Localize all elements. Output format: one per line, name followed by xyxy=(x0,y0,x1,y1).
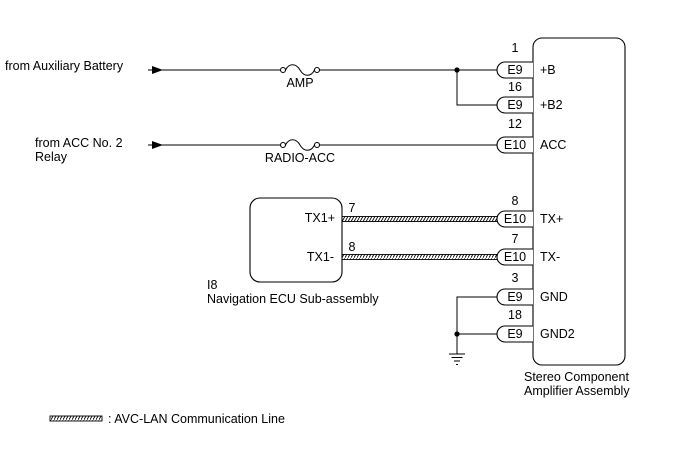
terminal-signal-label: +B2 xyxy=(540,98,563,112)
avc-lan-line-tx-plus xyxy=(341,216,498,222)
supply-acc-relay: from ACC No. 2 Relay RADIO-ACC xyxy=(35,136,497,165)
fuse-element xyxy=(285,139,315,151)
fuse-terminal xyxy=(313,141,321,149)
junction-dot xyxy=(454,67,460,73)
arrow-right-icon xyxy=(152,66,163,74)
fuse-radio-acc xyxy=(279,139,321,151)
terminal-gnd: 3 E9 GND xyxy=(496,271,568,306)
connector-code: E9 xyxy=(507,327,522,341)
terminal-acc: 12 E10 ACC xyxy=(496,117,566,154)
source-label-acc-relay-line-2: Relay xyxy=(35,150,68,164)
navigation-ecu-box xyxy=(249,197,343,283)
legend-hatched-line xyxy=(49,415,103,422)
terminal-plus-b: 1 E9 +B xyxy=(496,41,556,79)
junction-dot xyxy=(454,331,460,337)
terminal-tx-minus: 7 E10 TX- xyxy=(496,232,560,266)
source-label-acc-relay-line-1: from ACC No. 2 xyxy=(35,136,123,150)
pin-number: 12 xyxy=(508,117,522,131)
wire-gnd xyxy=(456,296,497,354)
ecu-pin-number: 8 xyxy=(349,240,356,254)
wire-branch-to-plus-b2 xyxy=(456,70,497,106)
connector-code: E9 xyxy=(507,290,522,304)
connector-shape xyxy=(496,325,533,343)
amplifier-name-line-1: Stereo Component xyxy=(524,370,629,384)
ground-icon xyxy=(449,353,465,365)
fuse-element xyxy=(285,64,315,76)
connector-code: E9 xyxy=(507,98,522,112)
terminal-signal-label: ACC xyxy=(540,138,566,152)
terminal-signal-label: TX- xyxy=(540,250,560,264)
pin-number: 8 xyxy=(512,194,519,208)
fuse-amp xyxy=(279,64,321,76)
amplifier-name-line-2: Amplifier Assembly xyxy=(524,384,630,398)
ground-circuit xyxy=(449,296,497,365)
connector-code: E9 xyxy=(507,63,522,77)
connector-code: E10 xyxy=(504,138,526,152)
connector-shape xyxy=(496,210,533,228)
terminal-plus-b2: 16 E9 +B2 xyxy=(496,80,563,114)
pin-number: 18 xyxy=(508,308,522,322)
terminal-signal-label: TX+ xyxy=(540,212,563,226)
fuse-label-amp: AMP xyxy=(286,76,313,90)
legend: : AVC-LAN Communication Line xyxy=(49,412,285,426)
fuse-label-radio-acc: RADIO-ACC xyxy=(265,151,335,165)
connector-code: E10 xyxy=(504,250,526,264)
connector-shape xyxy=(496,61,533,79)
amplifier-box xyxy=(532,37,626,366)
connector-shape xyxy=(496,96,533,114)
terminal-signal-label: GND2 xyxy=(540,327,575,341)
pin-number: 16 xyxy=(508,80,522,94)
supply-aux-battery: from Auxiliary Battery AMP xyxy=(5,59,497,106)
ecu-terminal-label-tx1-plus: TX1+ xyxy=(305,211,335,225)
navigation-ecu-name: Navigation ECU Sub-assembly xyxy=(207,292,379,306)
terminal-signal-label: GND xyxy=(540,290,568,304)
connector-shape xyxy=(496,288,533,306)
pin-number: 7 xyxy=(512,232,519,246)
connector-code: E10 xyxy=(504,212,526,226)
pin-number: 3 xyxy=(512,271,519,285)
avc-lan-line-tx-minus xyxy=(341,254,498,260)
source-label-aux-battery: from Auxiliary Battery xyxy=(5,59,124,73)
ecu-pin-number: 7 xyxy=(349,201,356,215)
fuse-terminal xyxy=(279,141,287,149)
terminal-gnd2: 18 E9 GND2 xyxy=(496,308,575,343)
arrow-right-icon xyxy=(152,141,163,149)
terminal-tx-plus: 8 E10 TX+ xyxy=(496,194,563,228)
connector-shape xyxy=(496,248,533,266)
terminal-signal-label: +B xyxy=(540,63,556,77)
pin-number: 1 xyxy=(512,41,519,55)
ecu-terminal-label-tx1-minus: TX1- xyxy=(307,250,334,264)
fuse-terminal xyxy=(279,66,287,74)
connector-shape xyxy=(496,136,533,154)
fuse-terminal xyxy=(313,66,321,74)
navigation-ecu-code: I8 xyxy=(207,278,217,292)
legend-label: : AVC-LAN Communication Line xyxy=(108,412,285,426)
amplifier-assembly: Stereo Component Amplifier Assembly xyxy=(524,37,630,398)
navigation-ecu: TX1+ TX1- 7 8 I8 Navigation ECU Sub-asse… xyxy=(207,197,379,306)
